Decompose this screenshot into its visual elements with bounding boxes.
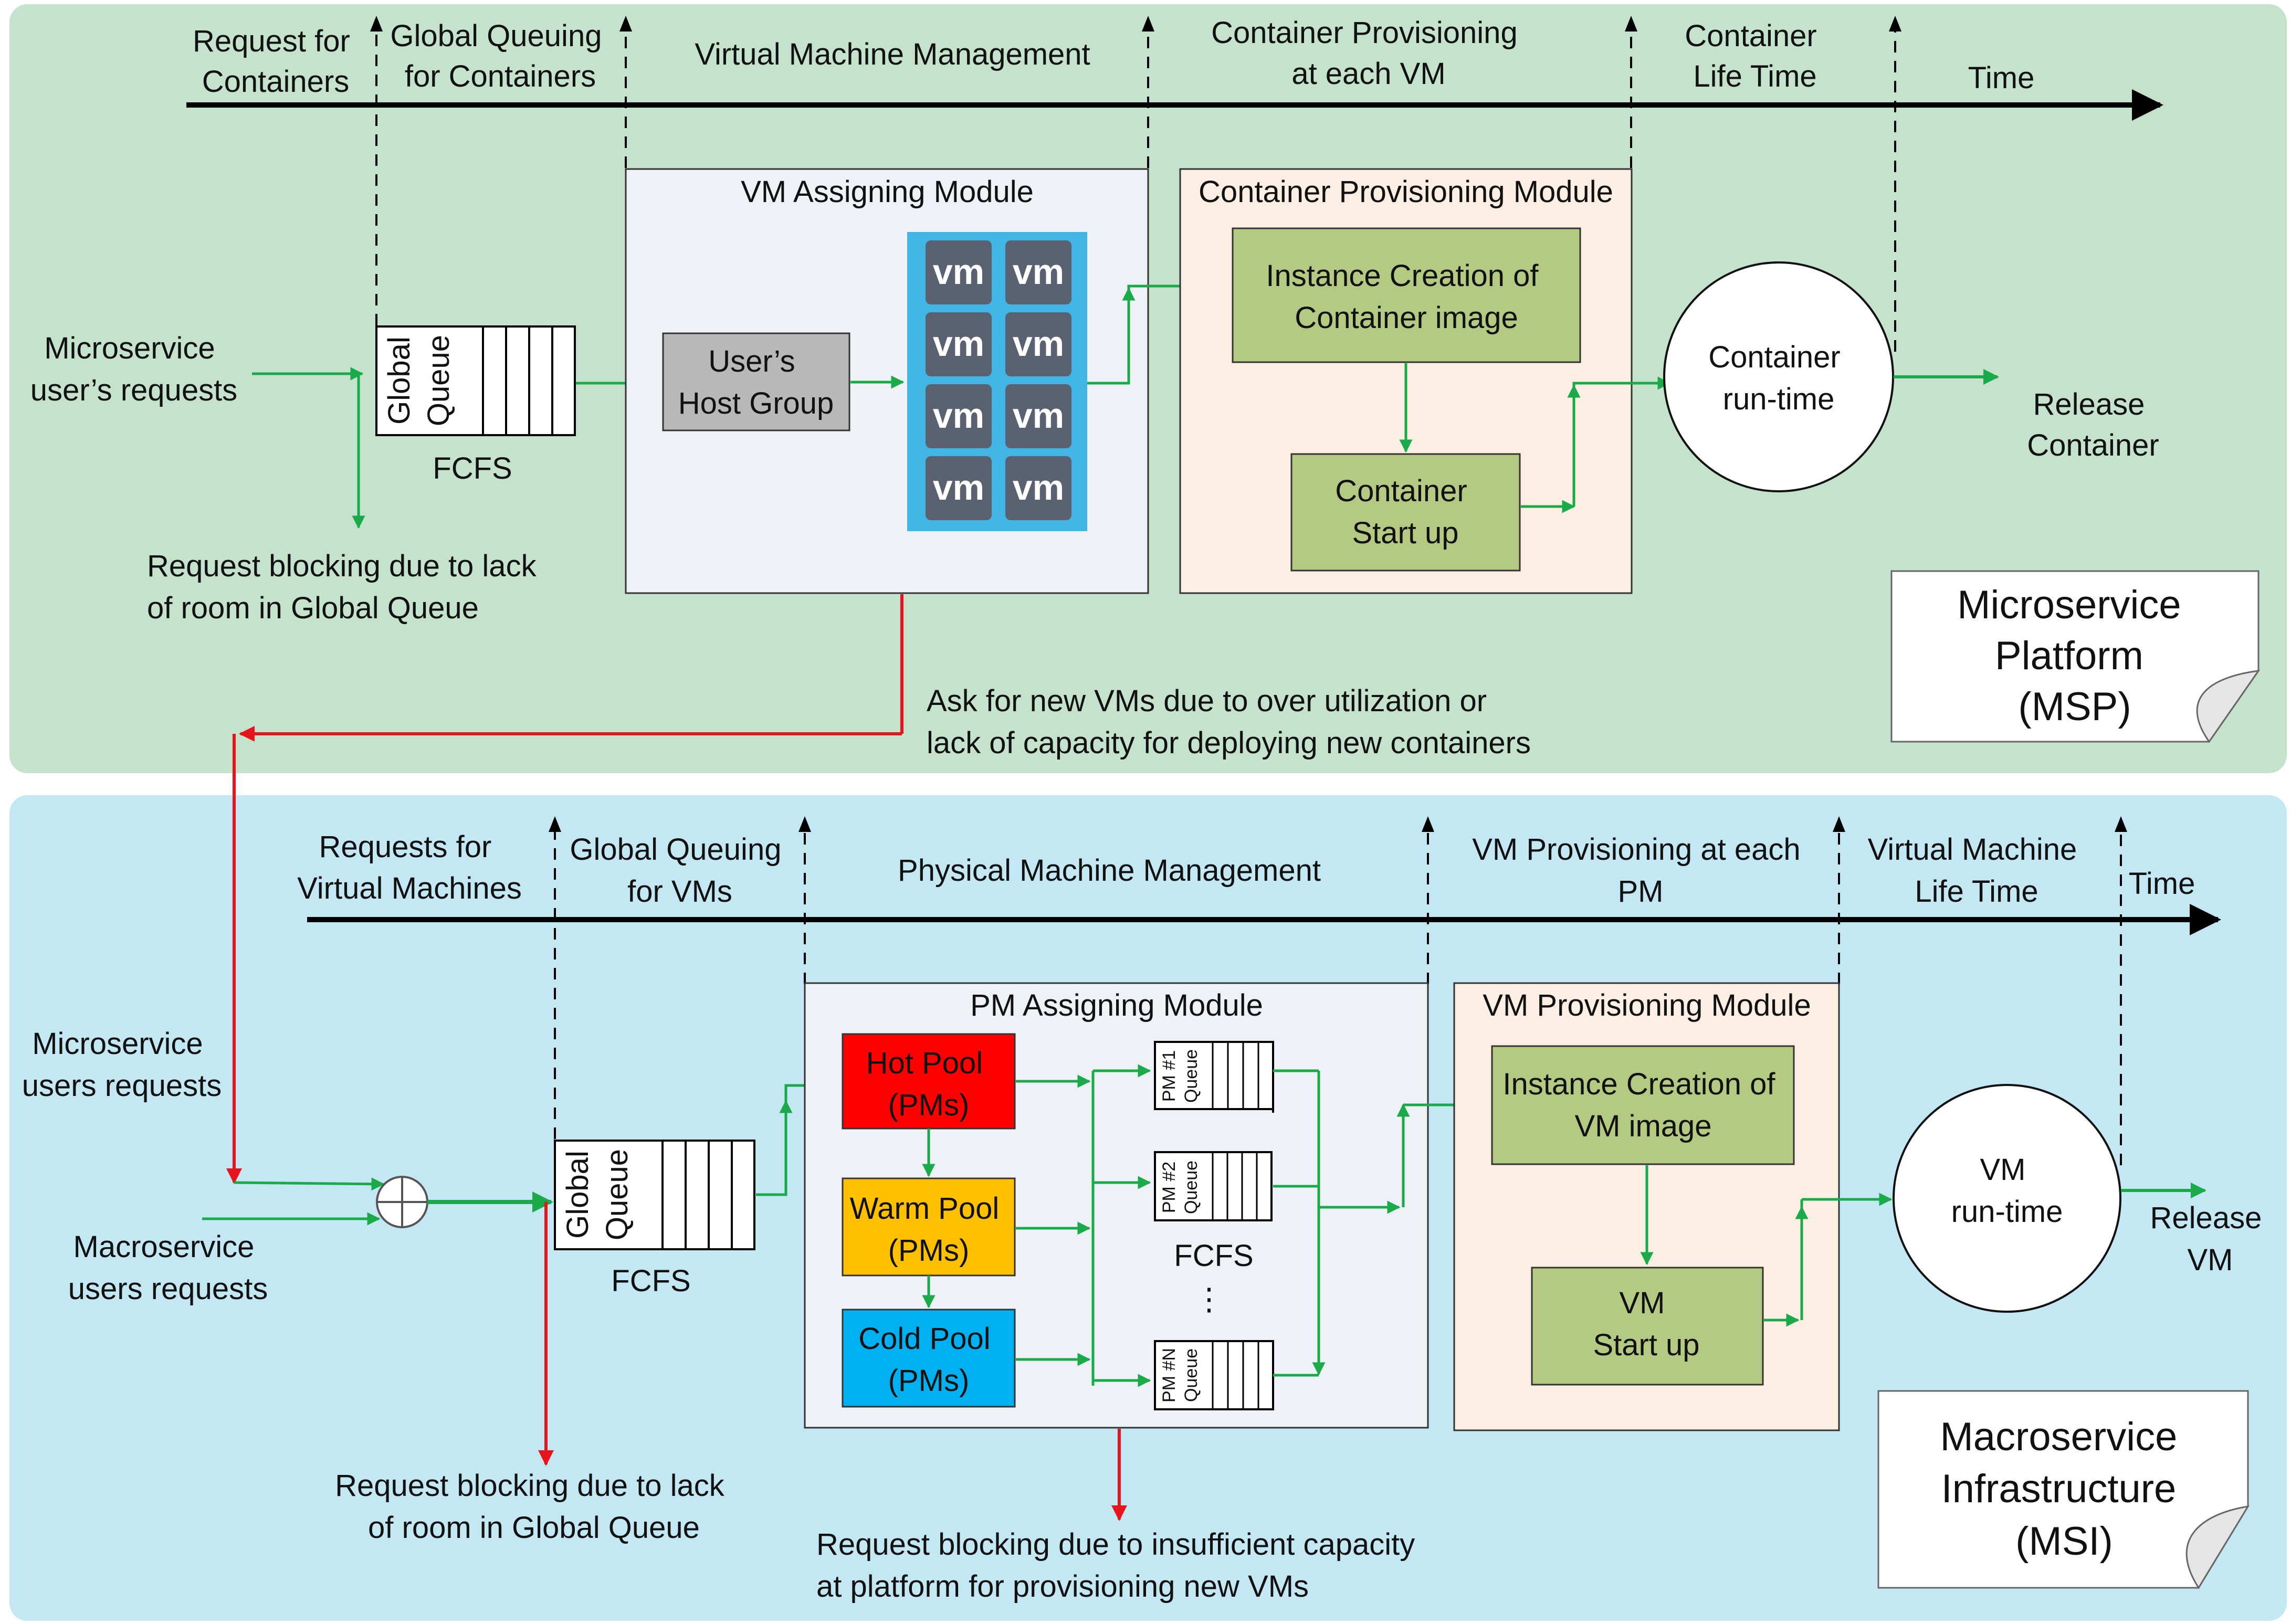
msp-note: Microservice Platform (MSP) <box>1890 570 2261 743</box>
msi-phase4-label: VM Provisioning at each PM <box>1472 832 1809 909</box>
pm2-queue-label-line2: Queue <box>1181 1161 1201 1214</box>
pm-assigning-module-title: PM Assigning Module <box>970 988 1263 1022</box>
msi-phase1-label: Requests for Virtual Machines <box>297 830 522 905</box>
msp-phase3-label: Virtual Machine Management <box>695 37 1090 71</box>
vm-startup-label: VM Start up <box>1593 1286 1699 1362</box>
msp-queue-policy: FCFS <box>433 451 512 486</box>
vm-tile-icon: vm <box>1005 456 1071 520</box>
svg-text:vm: vm <box>933 252 984 292</box>
msi-queue-label-line2: Queue <box>600 1149 634 1240</box>
msp-time-label: Time <box>1968 61 2035 95</box>
pmn-queue-label-line2: Queue <box>1181 1348 1201 1402</box>
vm-tile-icon: vm <box>1005 240 1071 304</box>
pm-queues-ellipsis: ⋮ <box>1194 1282 1224 1316</box>
users-host-group-label: User’s Host Group <box>678 344 834 420</box>
container-instance-creation-box <box>1232 227 1581 363</box>
container-instance-creation-label: Instance Creation of Container image <box>1266 259 1547 335</box>
vm-tile-icon: vm <box>926 240 992 304</box>
vm-runtime-label: VM run-time <box>1951 1153 2063 1229</box>
container-runtime-label: Container run-time <box>1708 340 1849 416</box>
msi-blocking-label: Request blocking due to lack of room in … <box>335 1469 733 1545</box>
msi-note-text: Macroservice Infrastructure (MSI) <box>1940 1415 2188 1564</box>
vm-provisioning-module-title: VM Provisioning Module <box>1483 988 1811 1022</box>
msi-note: Macroservice Infrastructure (MSI) <box>1877 1390 2250 1589</box>
users-host-group-box <box>662 332 850 431</box>
msi-phase3-label: Physical Machine Management <box>898 853 1321 888</box>
hot-pool-box <box>842 1033 1016 1130</box>
msi-time-label: Time <box>2129 867 2195 901</box>
pm-queues-policy: FCFS <box>1174 1239 1253 1273</box>
cold-pool-box <box>842 1309 1016 1408</box>
container-startup-box <box>1290 453 1521 572</box>
pm1-queue: PM #1 Queue <box>1154 1041 1274 1113</box>
msp-queue-label-line1: Global <box>382 336 416 425</box>
pmn-queue: PM #N Queue <box>1154 1340 1274 1410</box>
msp-timeline: Request for Containers Global Queuing fo… <box>186 16 2163 352</box>
vm-tile-icon: vm <box>1005 384 1071 448</box>
msp-phase4-label: Container Provisioning at each VM <box>1211 16 1526 91</box>
msp-phase2-label: Global Queuing for Containers <box>390 19 610 93</box>
svg-text:vm: vm <box>933 396 984 436</box>
msp-queue-label-line2: Queue <box>422 335 456 426</box>
container-runtime-circle <box>1663 261 1894 492</box>
msp-note-text: Microservice Platform (MSP) <box>1957 583 2192 729</box>
svg-text:vm: vm <box>1013 468 1064 508</box>
svg-text:vm: vm <box>1013 324 1064 364</box>
msi-timeline: Requests for Virtual Machines Global Que… <box>297 816 2221 1165</box>
warm-pool-label: Warm Pool (PMs) <box>850 1191 1008 1268</box>
vm-instance-creation-box <box>1491 1045 1795 1165</box>
msp-phase5-label: Container Life Time <box>1685 19 1825 93</box>
pm1-queue-label-line2: Queue <box>1181 1049 1201 1103</box>
msp-global-queue: Global Queue <box>375 325 576 436</box>
vm-instance-creation-label: Instance Creation of VM image <box>1502 1067 1783 1143</box>
release-vm-label: Release VM <box>2150 1201 2271 1277</box>
capacity-blocking-label: Request blocking due to insufficient cap… <box>816 1527 1423 1604</box>
warm-pool-box <box>842 1177 1016 1277</box>
svg-text:vm: vm <box>1013 252 1064 292</box>
vm-startup-box <box>1531 1267 1764 1386</box>
ask-new-vms-label: Ask for new VMs due to over utilization … <box>927 684 1531 760</box>
vm-tile-icon: vm <box>926 384 992 448</box>
container-provisioning-module-title: Container Provisioning Module <box>1199 175 1613 209</box>
svg-text:vm: vm <box>1013 396 1064 436</box>
msi-micro-input-label: Microservice users requests <box>22 1027 222 1103</box>
msp-blocking-label: Request blocking due to lack of room in … <box>147 549 545 625</box>
pm2-queue: PM #2 Queue <box>1154 1151 1273 1221</box>
vm-tile-icon: vm <box>1005 312 1071 376</box>
merge-junction-icon <box>376 1176 428 1228</box>
pm2-queue-label-line1: PM #2 <box>1159 1162 1179 1213</box>
msi-queue-label-line1: Global <box>561 1151 595 1239</box>
vm-assigning-module-title: VM Assigning Module <box>741 175 1034 209</box>
pmn-queue-label-line1: PM #N <box>1159 1348 1179 1402</box>
svg-text:vm: vm <box>933 468 984 508</box>
cold-pool-label: Cold Pool (PMs) <box>858 1322 999 1398</box>
container-startup-label: Container Start up <box>1335 474 1476 550</box>
msp-phase1-label: Request for Containers <box>193 24 359 99</box>
msi-phase5-label: Virtual Machine Life Time <box>1868 832 2086 909</box>
hot-pool-label: Hot Pool (PMs) <box>866 1046 992 1122</box>
release-container-label: Release Container <box>2027 387 2159 462</box>
svg-text:vm: vm <box>933 324 984 364</box>
vm-tile-icon: vm <box>926 312 992 376</box>
vm-tile-icon: vm <box>926 456 992 520</box>
msi-macro-input-label: Macroservice users requests <box>68 1230 268 1306</box>
msi-global-queue: Global Queue <box>554 1140 755 1250</box>
vm-runtime-circle <box>1893 1084 2121 1313</box>
msi-phase2-label: Global Queuing for VMs <box>570 832 790 909</box>
msi-queue-policy: FCFS <box>611 1264 690 1298</box>
pm1-queue-label-line1: PM #1 <box>1159 1050 1179 1102</box>
msp-input-label: Microservice user’s requests <box>30 331 237 407</box>
